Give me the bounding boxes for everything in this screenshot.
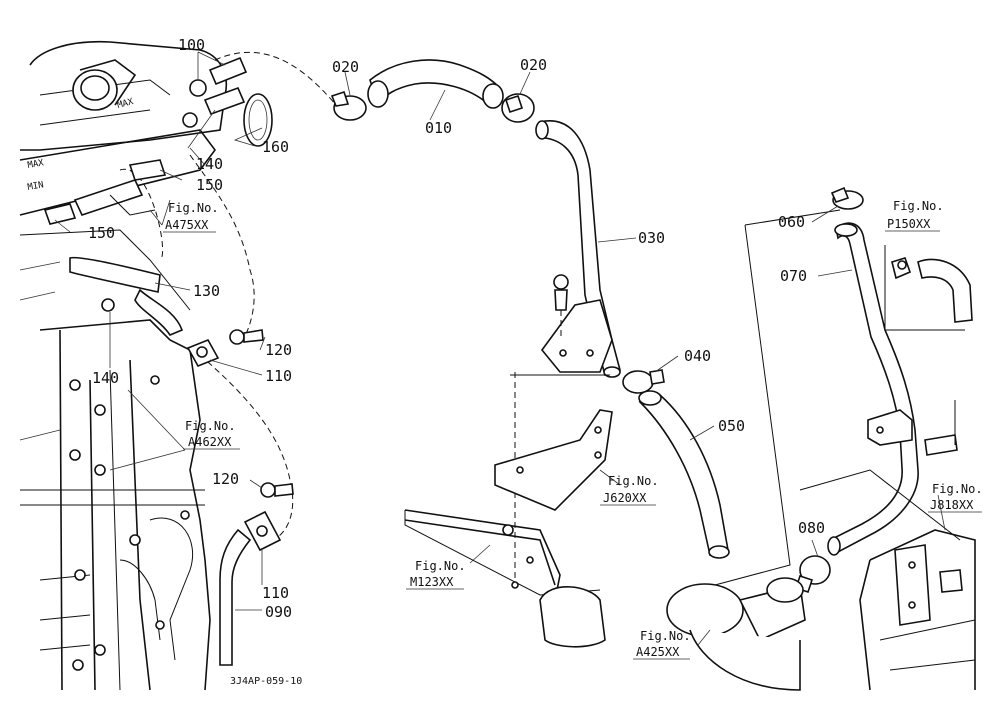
callout-030: 030: [638, 229, 665, 247]
engine-bolts: [69, 375, 190, 671]
hose-route-lower: [189, 154, 255, 346]
fig-ref-a475[interactable]: Fig.No. A475XX: [163, 201, 219, 233]
embossed-max-2: MAX: [27, 158, 45, 171]
callout-070: 070: [780, 267, 807, 285]
radiator-cap: [72, 59, 137, 111]
fig-ref-m123-label: Fig.No.: [415, 559, 466, 573]
embossed-min: MIN: [27, 180, 45, 193]
callout-020-left: 020: [332, 58, 359, 76]
callout-120-upper: 120: [265, 341, 292, 359]
pipe-stub-right: [924, 400, 958, 456]
panel-boundary: [714, 209, 841, 586]
pipe-070: [827, 222, 919, 556]
fig-ref-a425[interactable]: Fig.No. A425XX: [633, 629, 691, 660]
fig-ref-m123[interactable]: Fig.No. M123XX: [406, 559, 466, 590]
callout-140-lower: 140: [92, 369, 119, 387]
fig-ref-a462[interactable]: Fig.No. A462XX: [183, 419, 240, 450]
bolt-alignment-line: [514, 310, 562, 585]
fitting-140-lower: [101, 298, 115, 312]
chassis-frame: [404, 509, 606, 648]
bolt-center: [553, 274, 569, 311]
callout-010: 010: [425, 119, 452, 137]
callout-080: 080: [798, 519, 825, 537]
clamp-020-right: [501, 93, 535, 123]
callout-120-lower: 120: [212, 470, 239, 488]
fig-ref-p150-code: P150XX: [887, 217, 931, 231]
fig-ref-p150-label: Fig.No.: [893, 199, 944, 213]
fig-ref-a462-code: A462XX: [188, 435, 232, 449]
fig-ref-j620-label: Fig.No.: [608, 474, 659, 488]
callout-140-upper: 140: [196, 155, 223, 173]
fig-ref-j818-code: J818XX: [930, 498, 974, 512]
clamp-060: [830, 186, 864, 210]
hose-route-side: [119, 169, 164, 261]
callout-100: 100: [178, 36, 205, 54]
bolt-120-lower: [260, 482, 294, 498]
clamp-150: [43, 159, 167, 225]
leader-lines: [54, 51, 946, 646]
engine-side-j818: [859, 529, 976, 691]
fig-ref-j620-code: J620XX: [603, 491, 647, 505]
joint-110-lower: [243, 510, 282, 552]
drain-pipe-090: [219, 528, 252, 666]
fig-ref-a462-label: Fig.No.: [185, 419, 236, 433]
panel-boundary-lower: [799, 469, 961, 541]
callout-110-lower: 110: [262, 584, 289, 602]
fig-ref-a475-label: Fig.No.: [168, 201, 219, 215]
clamp-040: [622, 369, 665, 394]
callout-060: 060: [778, 213, 805, 231]
bolt-120-upper: [229, 329, 264, 345]
fig-ref-a425-code: A425XX: [636, 645, 680, 659]
callout-150-upper: 150: [196, 176, 223, 194]
callout-020-right: 020: [520, 56, 547, 74]
fig-ref-m123-code: M123XX: [410, 575, 454, 589]
callout-130: 130: [193, 282, 220, 300]
fig-ref-j620[interactable]: Fig.No. J620XX: [600, 474, 659, 506]
bracket-070: [867, 409, 913, 446]
embossed-max-1: MAX: [116, 97, 135, 111]
pump-housing: [666, 577, 806, 691]
drawing-id: 3J4AP-059-10: [230, 676, 302, 687]
fig-ref-a475-code: A475XX: [165, 218, 209, 232]
fig-ref-j818-label: Fig.No.: [932, 482, 983, 496]
upper-hose-010: [367, 59, 504, 109]
joint-110-upper: [186, 338, 220, 368]
callout-110-upper: 110: [265, 367, 292, 385]
hose-route-drain: [199, 354, 294, 541]
bracket-j620: [494, 409, 613, 511]
engine-block-outline: [19, 40, 227, 691]
fig-ref-j818[interactable]: Fig.No. J818XX: [928, 482, 983, 513]
inset-p150: [884, 245, 973, 331]
callout-090: 090: [265, 603, 292, 621]
hose-route-upper: [214, 51, 341, 111]
hose-130: [69, 256, 184, 336]
hose-100: [182, 56, 248, 128]
callout-160: 160: [262, 138, 289, 156]
callout-050: 050: [718, 417, 745, 435]
fig-ref-p150[interactable]: Fig.No. P150XX: [885, 199, 944, 232]
bracket-030: [540, 299, 613, 373]
fig-ref-a425-label: Fig.No.: [640, 629, 691, 643]
callout-150-lower: 150: [88, 224, 115, 242]
callout-040: 040: [684, 347, 711, 365]
hose-050: [638, 390, 730, 559]
clamp-020-left: [330, 90, 367, 121]
